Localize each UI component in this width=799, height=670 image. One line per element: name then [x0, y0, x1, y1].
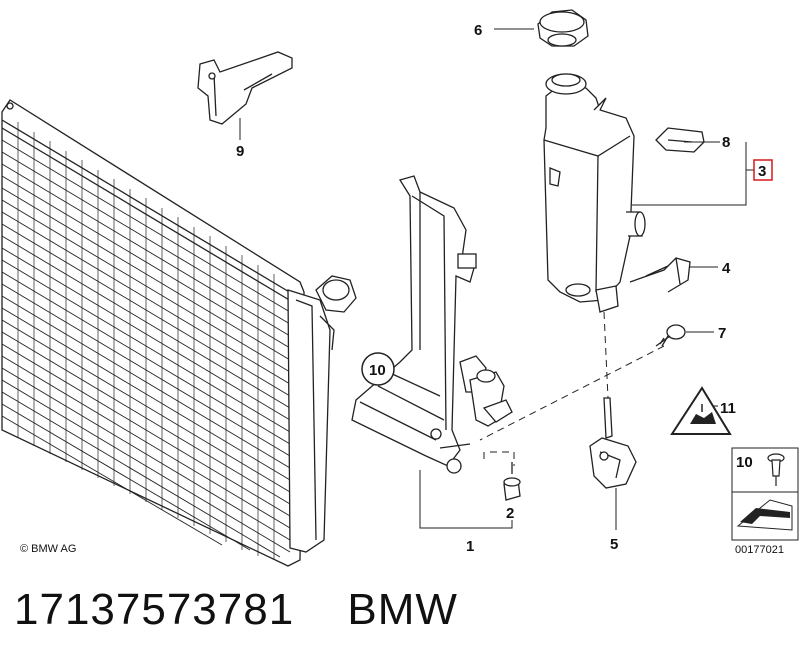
callout-5: 5	[610, 536, 618, 553]
push-rivet-icon	[767, 453, 785, 486]
part-number: 17137573781	[14, 585, 295, 634]
callout-2: 2	[506, 505, 514, 522]
bracket-part-9	[197, 51, 293, 125]
callout-3-highlight-box	[753, 159, 773, 181]
callout-leaders	[239, 28, 754, 530]
callout-10-circle	[361, 352, 395, 386]
parts-diagram: 6 9 8 3 4 7 2 1 5 10 11 10 00177021 © BM…	[1, 9, 799, 567]
legend-number-10: 10	[736, 454, 753, 471]
callout-9: 9	[236, 143, 244, 160]
level-sensor-part-5	[589, 397, 637, 489]
part-info-line: 17137573781 BMW	[14, 585, 458, 641]
callout-4: 4	[722, 260, 731, 277]
legend-box	[731, 447, 799, 541]
clip-part-8	[655, 127, 705, 153]
callout-11: 11	[720, 400, 736, 417]
radiator-illustration	[1, 99, 357, 567]
warning-triangle-icon	[670, 386, 732, 435]
callout-6: 6	[474, 22, 482, 39]
bolt-part-7	[655, 324, 686, 347]
clamp-part-4	[629, 257, 691, 293]
callout-8: 8	[722, 134, 730, 151]
copyright-text: © BMW AG	[20, 543, 76, 555]
brand-name: BMW	[347, 585, 458, 634]
arrow-symbol-icon	[736, 499, 793, 531]
dashed-leader-lines	[479, 311, 665, 466]
plug-part-2	[503, 462, 521, 501]
mount-bracket-part-1	[351, 175, 477, 474]
expansion-tank-illustration	[543, 73, 646, 313]
callout-1: 1	[466, 538, 474, 555]
drawing-id: 00177021	[735, 544, 784, 556]
callout-3: 3	[758, 163, 766, 180]
valve-assembly	[439, 355, 513, 449]
cap-part-6	[537, 9, 589, 47]
callout-10-circled: 10	[369, 362, 386, 379]
callout-7: 7	[718, 325, 726, 342]
